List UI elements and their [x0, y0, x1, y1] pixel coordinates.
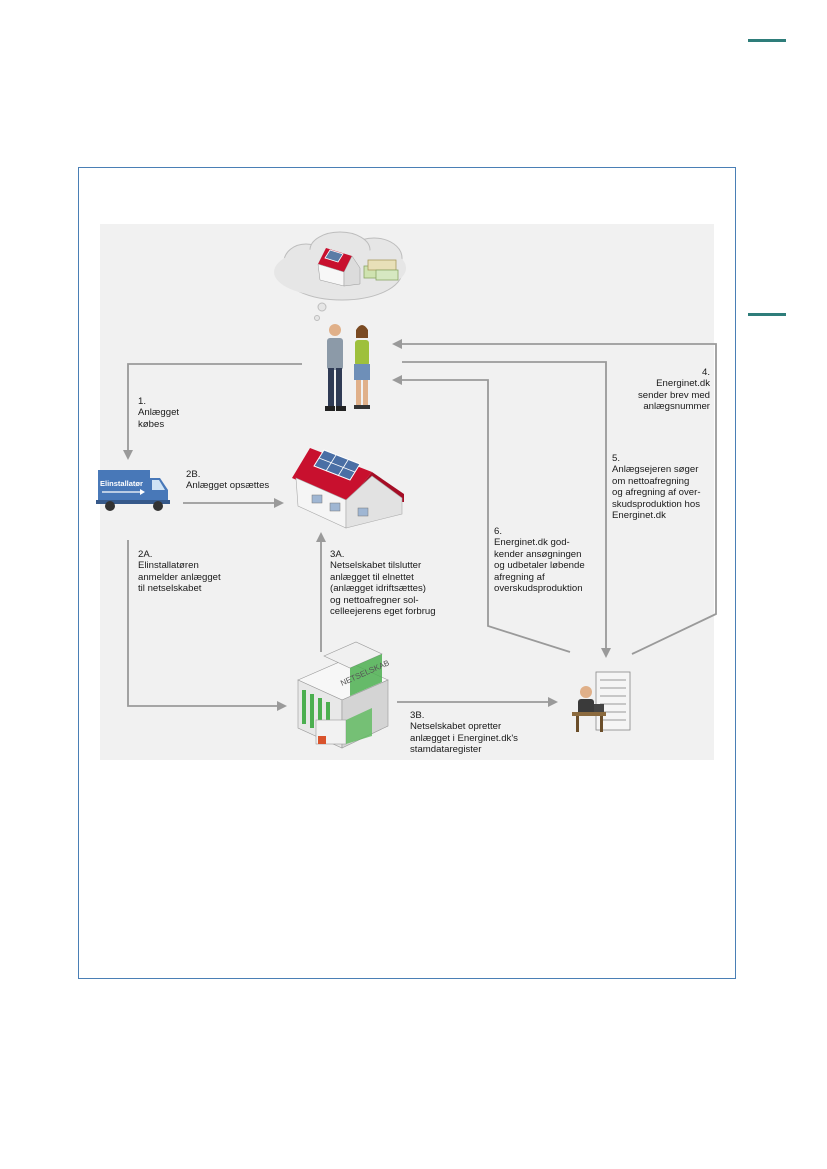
house-with-solar-panels-icon — [292, 448, 404, 529]
arrow-step-1 — [123, 363, 302, 460]
arrow-step-5 — [402, 361, 611, 658]
side-accent-rule — [748, 313, 786, 316]
step-1-label: 1. Anlægget købes — [138, 396, 180, 430]
step-2b-label: 2B. Anlægget opsættes — [186, 469, 270, 492]
step-5-label: 5. Anlægsejeren søger om nettoafregning … — [612, 453, 701, 522]
arrow-step-2a — [127, 540, 287, 711]
flow-arrows — [123, 339, 717, 711]
truck-label: Elinstallatør — [100, 479, 143, 488]
step-3a-label: 3A. Netselskabet tilslutter anlægget til… — [330, 549, 436, 618]
arrow-step-6 — [392, 375, 571, 653]
step-6-label: 6. Energinet.dk god- kender ansøgningen … — [494, 526, 585, 595]
couple-people-icon — [325, 324, 370, 411]
arrow-step-4 — [392, 339, 717, 655]
thought-cloud-house-money-icon — [274, 231, 406, 321]
step-2a-label: 2A. Elinstallatøren anmelder anlægget ti… — [138, 549, 221, 595]
netselskab-building-icon: NETSELSKAB — [297, 641, 391, 749]
energinet-clerk-desk-icon — [572, 671, 631, 732]
step-3b-label: 3B. Netselskabet opretter anlægget i Ene… — [410, 710, 518, 756]
top-accent-rule — [748, 39, 786, 42]
step-4-label: 4. Energinet.dk sender brev med anlægsnu… — [638, 367, 710, 413]
figure-frame — [78, 167, 736, 979]
diagram-panel — [100, 224, 714, 760]
installer-truck-icon: Elinstallatør — [96, 470, 170, 511]
